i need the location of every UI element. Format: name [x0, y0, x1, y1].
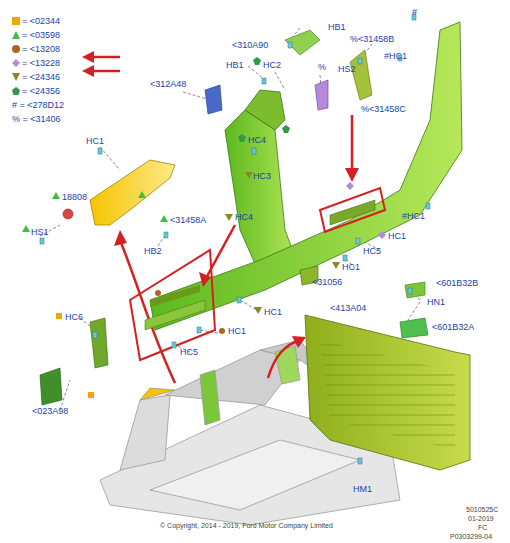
legend-swatch	[12, 45, 20, 53]
drawing-code: 5010525C	[466, 506, 498, 514]
legend-entry: % = <31406	[12, 114, 61, 124]
part-number: %<31458C	[361, 104, 406, 114]
legend-swatch	[12, 87, 20, 95]
percent-mark: %	[318, 62, 326, 72]
callout-number: HC1	[86, 136, 104, 146]
callout-number: HC4	[235, 212, 253, 222]
legend-swatch	[12, 31, 20, 39]
callout-number: #HC1	[402, 211, 425, 221]
legend-entry: = <02344	[22, 16, 60, 26]
callout-number: HC5	[363, 246, 381, 256]
figure-number: P0303299-04	[450, 533, 492, 541]
legend-entry: = <13228	[22, 58, 60, 68]
callout-number: HC5	[180, 347, 198, 357]
legend-swatch	[12, 59, 20, 67]
part-number: <31056	[312, 277, 342, 287]
callout-number: HS2	[338, 64, 356, 74]
callout-number: HN1	[427, 297, 445, 307]
callout-number: HC1	[388, 231, 406, 241]
legend-entry: = <03598	[22, 30, 60, 40]
callout-number: HB1	[226, 60, 244, 70]
callout-number: HC1	[228, 326, 246, 336]
legend-entry: = <13208	[22, 44, 60, 54]
part-number: <31458A	[170, 215, 206, 225]
legend-entry: = <24356	[22, 86, 60, 96]
callout-number: HB1	[328, 22, 346, 32]
callout-number: HC6	[65, 312, 83, 322]
legend-entry: # = <278D12	[12, 100, 64, 110]
callout-number: HC2	[263, 60, 281, 70]
part-number: <601B32B	[436, 278, 478, 288]
callout-number: HM1	[353, 484, 372, 494]
part-number: <310A90	[232, 40, 268, 50]
revision-code: FC	[478, 524, 487, 532]
part-number: <601B32A	[432, 322, 474, 332]
callout-number: HC1	[264, 307, 282, 317]
date-code: 01-2019	[468, 515, 494, 523]
part-number: <312A48	[150, 79, 186, 89]
hash-mark: #	[412, 7, 417, 17]
callout-number: HS1	[31, 227, 49, 237]
part-number: <023A98	[32, 406, 68, 416]
legend-entry: = <24346	[22, 72, 60, 82]
copyright-note: © Copyright, 2014 - 2019, Ford Motor Com…	[160, 522, 333, 530]
part-number: <413A04	[330, 303, 366, 313]
callout-number: HC4	[248, 135, 266, 145]
callout-number: HC1	[342, 262, 360, 272]
callout-number: HB2	[144, 246, 162, 256]
callout-number: HC3	[253, 171, 271, 181]
legend-swatch	[12, 17, 20, 25]
callout-number: #HC1	[384, 51, 407, 61]
part-number: %<31458B	[350, 34, 394, 44]
part-number: 18808	[62, 192, 87, 202]
legend-swatch	[12, 73, 20, 81]
